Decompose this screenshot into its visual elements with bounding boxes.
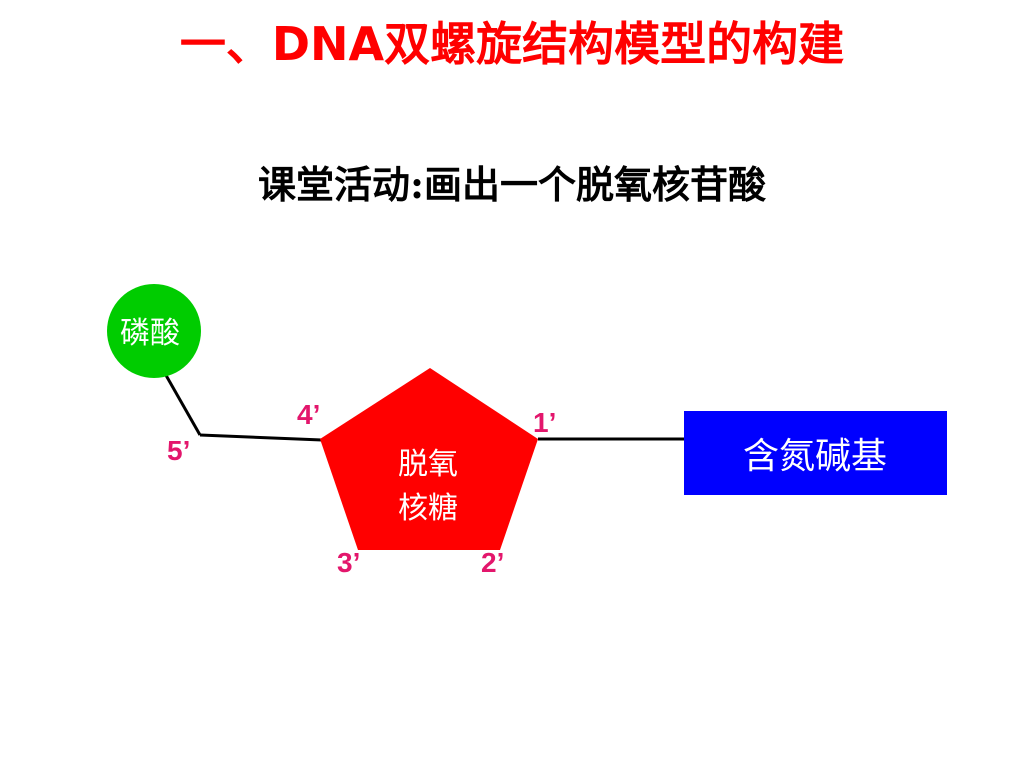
position-label-3: 3’ xyxy=(337,547,360,578)
position-label-2: 2’ xyxy=(481,547,504,578)
activity-subtitle: 课堂活动:画出一个脱氧核苷酸 xyxy=(257,162,767,207)
sugar-label-line1: 脱氧 xyxy=(398,447,458,482)
phosphate-circle xyxy=(107,284,201,378)
phosphate-label: 磷酸 xyxy=(120,316,180,351)
position-label-4: 4’ xyxy=(297,399,320,430)
base-label: 含氮碱基 xyxy=(743,436,887,477)
c5-c4-bond-line xyxy=(199,433,323,442)
sugar-label-line2: 核糖 xyxy=(398,491,458,526)
position-label-5: 5’ xyxy=(167,435,190,466)
deoxyribose-pentagon xyxy=(320,368,538,550)
position-label-1: 1’ xyxy=(533,407,556,438)
slide-title: 一、DNA双螺旋结构模型的构建 xyxy=(179,17,845,71)
phosphate-bond-line xyxy=(161,369,202,436)
nitrogenous-base-box xyxy=(684,411,947,495)
